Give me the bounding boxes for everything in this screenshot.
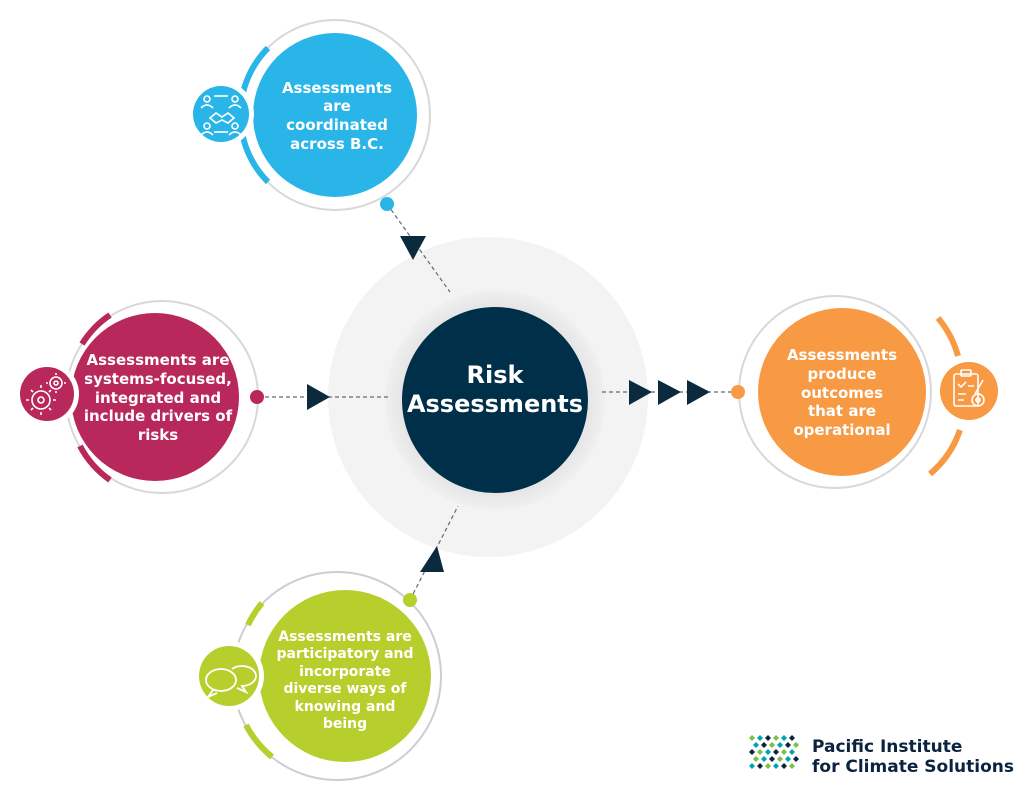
logo-diamond — [777, 742, 783, 748]
node-coordinated — [188, 19, 431, 211]
logo-diamond — [777, 756, 783, 762]
logo-diamond — [757, 749, 763, 755]
logo-line-1: Pacific Institute — [812, 737, 963, 757]
node-coordinated-circle — [253, 33, 417, 197]
arrowhead-coordinated — [400, 236, 426, 260]
logo-diamond — [781, 763, 787, 769]
logo-diamond — [765, 749, 771, 755]
pics-logo-mark — [749, 735, 799, 769]
logo-diamond — [753, 742, 759, 748]
node-participatory — [194, 571, 442, 781]
logo-diamond — [749, 749, 755, 755]
logo-diamond — [765, 735, 771, 741]
logo-diamond — [749, 763, 755, 769]
pics-logo-text: Pacific Institute for Climate Solutions — [812, 737, 1014, 778]
arrowhead-outcomes-2 — [658, 380, 681, 405]
node-participatory-dot — [403, 593, 417, 607]
center-circle — [402, 307, 588, 493]
node-participatory-arc-top — [245, 601, 265, 627]
node-participatory-circle — [259, 590, 431, 762]
node-systems — [15, 300, 264, 494]
node-outcomes-arc-bottom — [928, 428, 963, 477]
node-systems-dot — [250, 390, 264, 404]
logo-line-2: for Climate Solutions — [812, 757, 1014, 778]
logo-diamond — [757, 735, 763, 741]
logo-diamond — [781, 735, 787, 741]
logo-diamond — [793, 756, 799, 762]
logo-diamond — [769, 756, 775, 762]
logo-diamond — [789, 749, 795, 755]
logo-diamond — [785, 756, 791, 762]
collaboration-handshake-icon-bg — [193, 86, 249, 142]
node-outcomes-dot — [731, 385, 745, 399]
logo-diamond — [789, 763, 795, 769]
logo-diamond — [781, 749, 787, 755]
logo-diamond — [753, 756, 759, 762]
gears-icon — [26, 373, 66, 415]
logo-diamond — [793, 742, 799, 748]
logo-diamond — [765, 763, 771, 769]
logo-diamond — [785, 742, 791, 748]
logo-diamond — [749, 735, 755, 741]
node-systems-arc-bottom — [77, 444, 112, 483]
arrowhead-participatory — [420, 546, 444, 572]
node-outcomes-circle — [758, 308, 926, 476]
logo-diamond — [773, 763, 779, 769]
arrowhead-outcomes-3 — [687, 380, 710, 405]
speech-bubbles-icon — [205, 665, 257, 700]
node-outcomes — [731, 295, 1003, 489]
node-systems-circle — [71, 313, 239, 481]
arrowhead-systems — [307, 384, 330, 410]
node-systems-arc-top — [79, 312, 112, 346]
arrowheads — [307, 236, 710, 572]
node-coordinated-dot — [380, 197, 394, 211]
logo-diamond — [773, 735, 779, 741]
logo-diamond — [769, 742, 775, 748]
logo-diamond — [761, 756, 767, 762]
logo-diamond — [773, 749, 779, 755]
collaboration-handshake-icon — [200, 95, 242, 136]
node-participatory-arc-bottom — [243, 723, 274, 760]
logo-diamond — [761, 742, 767, 748]
arrowhead-outcomes-1 — [629, 380, 652, 405]
clipboard-gear-icon — [953, 369, 985, 407]
logo-diamond — [757, 763, 763, 769]
node-outcomes-arc-top — [935, 316, 961, 357]
logo-diamond — [789, 735, 795, 741]
